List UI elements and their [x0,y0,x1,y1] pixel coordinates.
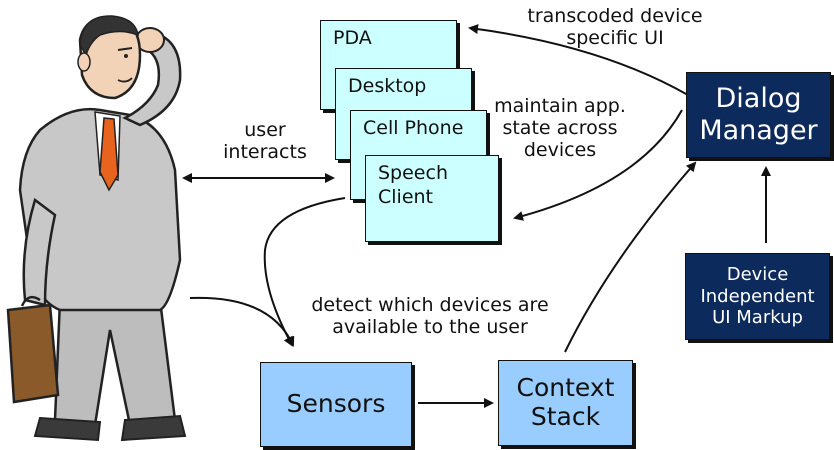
user-interacts-label: user interacts [223,119,307,163]
context-stack-label: Context Stack [516,373,615,431]
sensors-label: Sensors [286,389,386,419]
device-independent-markup-box: Device Independent UI Markup [685,253,830,340]
device-label-cell-phone: Cell Phone [363,117,464,139]
dialog-manager-label: Dialog Manager [699,82,818,146]
detect-devices-label: detect which devices are available to th… [311,294,549,338]
transcoded-arrow [468,24,689,96]
maintain-state-label: maintain app. state across devices [494,95,626,161]
device-label-speech-client: Speech Client [378,162,448,208]
maintain-state-arrow [513,109,683,221]
sensors-box: Sensors [260,362,412,447]
device-independent-markup-label: Device Independent UI Markup [700,264,815,329]
person-to-sensors-arrow [189,296,295,347]
device-label-desktop: Desktop [348,75,427,97]
device-card-speech-client: Speech Client [365,155,499,242]
context-to-dialog-arrow [564,161,697,353]
dialog-manager-box: Dialog Manager [686,72,831,158]
transcoded-label: transcoded device specific UI [527,5,703,49]
context-stack-box: Context Stack [498,360,633,446]
speech-to-sensors-arrow [263,197,346,347]
device-label-pda: PDA [333,27,372,49]
